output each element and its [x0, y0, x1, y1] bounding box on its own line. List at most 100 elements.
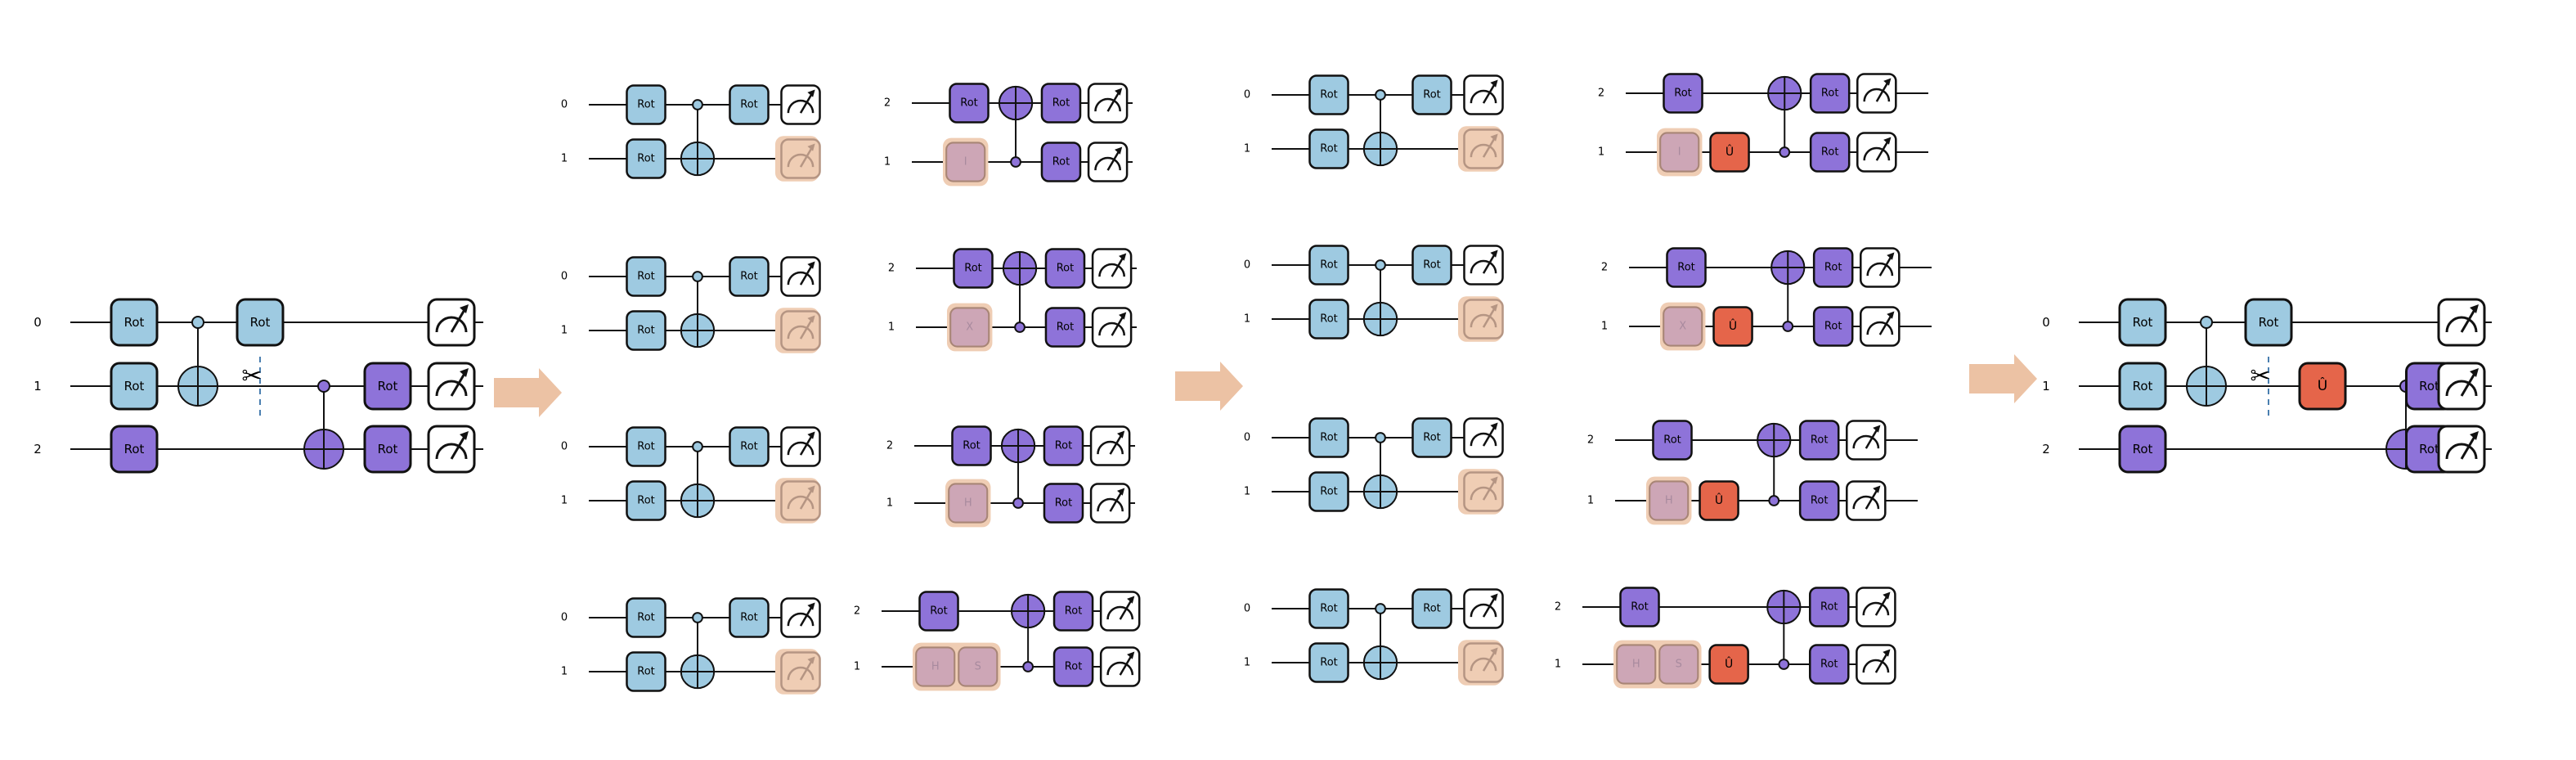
wire-label: 1 — [2042, 379, 2050, 393]
rot-gate-label: Rot — [740, 612, 758, 624]
measure-needle-tip-icon — [807, 602, 815, 610]
rot-gate — [1040, 83, 1082, 124]
rot-gate-label: Rot — [1677, 262, 1695, 274]
rot-gate-label: Rot — [124, 315, 145, 330]
measure-icon — [1866, 262, 1894, 277]
wire-label: 0 — [561, 441, 568, 453]
measure-icon — [787, 666, 815, 681]
measure-needle-tip-icon — [807, 89, 815, 97]
rot-gate — [1809, 73, 1851, 114]
measure-icon — [435, 380, 468, 397]
rot-gate-label: Rot — [124, 379, 145, 393]
measure-needle-icon — [1119, 654, 1133, 676]
measure-box — [780, 651, 821, 692]
highlight-region — [775, 649, 819, 695]
wire-label: 0 — [561, 271, 568, 283]
rot-gate-label: Rot — [1057, 263, 1075, 275]
rot-gate — [1052, 591, 1094, 632]
measure-box — [780, 480, 821, 521]
rot-gate — [949, 83, 990, 124]
wire-label: 2 — [854, 605, 860, 618]
rot-gate-label: Rot — [1423, 89, 1441, 101]
measure-icon — [1470, 143, 1497, 158]
wire-label: 2 — [34, 442, 42, 456]
measure-box — [780, 138, 821, 179]
prep-gate-label: S — [1676, 659, 1682, 671]
arrow-right-icon — [1175, 362, 1243, 411]
rot-gate — [2118, 362, 2167, 411]
measure-icon — [1863, 146, 1891, 161]
measure-needle-icon — [450, 434, 467, 460]
measure-needle-tip-icon — [807, 485, 815, 493]
measure-needle-icon — [1875, 81, 1890, 102]
measure-box — [1463, 299, 1504, 340]
prep-gate-prep_x — [949, 307, 990, 348]
rot-gate-label: Rot — [250, 315, 271, 330]
measure-needle-icon — [1106, 150, 1120, 171]
measure-needle-icon — [1106, 91, 1120, 112]
wire-label: 0 — [1244, 603, 1250, 615]
wire-label: 0 — [34, 315, 42, 330]
measure-needle-tip-icon — [1883, 649, 1891, 657]
rot-gate-label: Rot — [1055, 440, 1073, 452]
wire-label: 1 — [854, 661, 860, 673]
rot-gate-label: Rot — [963, 440, 981, 452]
rot-gate-label: Rot — [1052, 97, 1070, 110]
wire-label: 0 — [561, 99, 568, 111]
measure-icon — [2445, 443, 2478, 460]
rot-gate — [2118, 298, 2167, 347]
measure-icon — [1470, 432, 1497, 447]
measure-needle-tip-icon — [1873, 425, 1881, 433]
measure-needle-icon — [799, 434, 814, 456]
measure-icon — [1097, 440, 1124, 455]
rot-gate-label: Rot — [2259, 315, 2279, 330]
rot-gate — [1308, 588, 1349, 629]
measure-icon — [787, 325, 815, 340]
measure-needle-tip-icon — [1119, 253, 1127, 261]
cnot-control — [692, 441, 703, 452]
rot-gate-label: Rot — [2419, 379, 2439, 393]
measure-icon — [1470, 603, 1497, 618]
highlight-region — [1458, 469, 1502, 515]
measure-needle-tip-icon — [2470, 304, 2479, 313]
rot-gate — [626, 597, 666, 638]
wire-label: 1 — [1244, 486, 1250, 498]
rot-gate-label: Rot — [1423, 259, 1441, 272]
rot-gate — [1808, 644, 1850, 685]
rot-gate — [1044, 248, 1086, 289]
rot-gate — [1308, 128, 1349, 169]
rot-gate — [729, 84, 770, 125]
measure-needle-icon — [1878, 255, 1893, 277]
rot-gate-label: Rot — [1055, 497, 1073, 510]
u-hat-gate — [2298, 362, 2347, 411]
measure-needle-tip-icon — [460, 431, 469, 440]
rot-gate-label: Rot — [1052, 156, 1070, 169]
measure-icon — [1470, 89, 1497, 104]
measure-needle-icon — [450, 371, 467, 397]
measure-needle-tip-icon — [1490, 593, 1498, 601]
rot-gate — [1812, 247, 1854, 288]
rot-gate-label: Rot — [124, 442, 145, 456]
measure-box — [1463, 471, 1504, 512]
rot-gate-label: Rot — [1821, 88, 1839, 100]
rot-gate — [626, 651, 666, 692]
prep-gate-prep_i — [945, 142, 986, 182]
wire-label: 1 — [561, 325, 568, 337]
wire-label: 1 — [561, 153, 568, 165]
rot-gate-label: Rot — [1663, 434, 1681, 447]
measure-needle-icon — [1482, 137, 1497, 158]
rot-gate — [1619, 587, 1660, 627]
measure-icon — [1866, 321, 1894, 335]
rot-gate-label: Rot — [1821, 146, 1839, 159]
u-hat-gate-label: Û — [1726, 144, 1734, 159]
measure-needle-tip-icon — [1490, 79, 1498, 88]
wire-label: 0 — [1244, 89, 1250, 101]
measure-needle-icon — [1865, 428, 1879, 449]
wire-label: 0 — [2042, 315, 2050, 330]
measure-needle-icon — [2460, 371, 2477, 397]
wire-label: 0 — [1244, 259, 1250, 272]
wire-label: 1 — [884, 156, 891, 169]
rot-gate — [363, 362, 412, 411]
rot-gate — [1812, 306, 1854, 347]
